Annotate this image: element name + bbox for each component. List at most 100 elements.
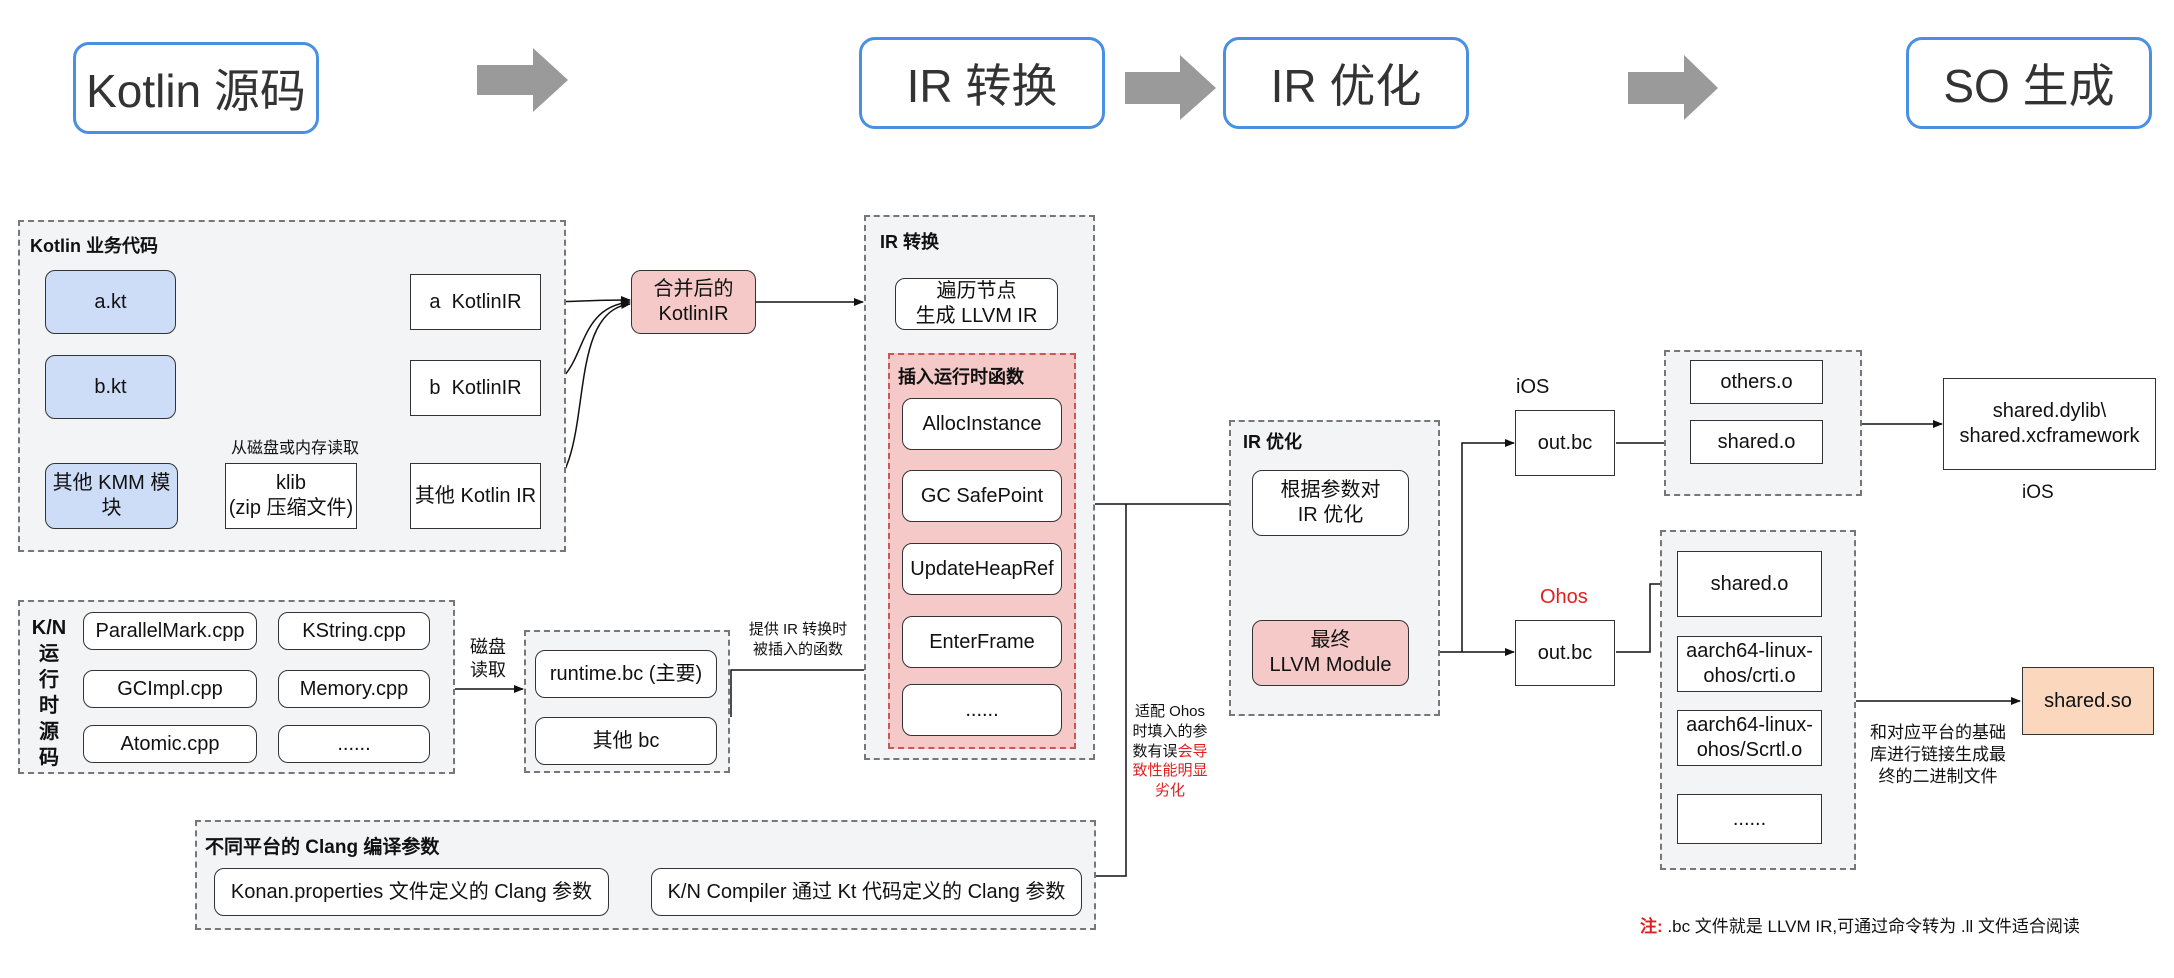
edge-final-ios — [1461, 439, 1515, 652]
crti-o-node: aarch64-linux- ohos/crti.o — [1677, 636, 1822, 692]
func-label-1: GC SafePoint — [920, 484, 1044, 507]
traverse-line2: 生成 LLVM IR — [915, 305, 1038, 327]
ios-result-line2: shared.xcframework — [1959, 425, 2140, 447]
func-node: ...... — [902, 684, 1062, 736]
scrtl-line2: ohos/Scrtl.o — [1696, 739, 1803, 761]
link-note-line1: 和对应平台的基础 — [1870, 723, 2006, 742]
other-ir-label: 其他 Kotlin IR — [414, 484, 537, 507]
func-node: AllocInstance — [902, 398, 1062, 450]
file-node: Memory.cpp — [278, 670, 430, 708]
scrtl-line1: aarch64-linux- — [1686, 714, 1813, 736]
link-note-line3: 终的二进制文件 — [1878, 767, 1998, 787]
func-label-3: EnterFrame — [929, 630, 1035, 653]
other-bc-node: 其他 bc — [535, 717, 717, 765]
other-bc-label: 其他 bc — [592, 729, 660, 752]
footnote-prefix: 注: — [1640, 917, 1663, 936]
ohos-shared-o-node: shared.o — [1677, 551, 1822, 617]
func-node: UpdateHeapRef — [902, 543, 1062, 595]
crti-line1: aarch64-linux- — [1686, 640, 1813, 662]
kn-title-3: 时 — [39, 695, 59, 717]
stage-ir-convert-label: IR 转换 — [906, 60, 1058, 112]
stage-arrow-2 — [1125, 55, 1216, 120]
a-kt-label: a.kt — [94, 290, 127, 313]
file-label-0: ParallelMark.cpp — [95, 619, 245, 642]
ios-shared-o-label: shared.o — [1717, 430, 1796, 453]
file-label-2: GCImpl.cpp — [117, 677, 223, 700]
func-node: GC SafePoint — [902, 470, 1062, 522]
kn-runtime-title: K/N 运 行 时 源 码 — [27, 615, 71, 771]
ohos-note-red-line1: 致性能明显 — [1132, 762, 1208, 780]
read-note: 从磁盘或内存读取 — [230, 440, 359, 457]
stage-ir-optimize: IR 优化 — [1223, 37, 1469, 129]
ohos-note-line2: 时填入的参 — [1132, 722, 1208, 740]
insert-runtime-title: 插入运行时函数 — [898, 367, 1024, 387]
kn-title-5: 码 — [39, 747, 59, 769]
final-line1: 最终 — [1310, 629, 1351, 651]
stage-kotlin-source: Kotlin 源码 — [73, 42, 319, 134]
stage-arrow-3 — [1628, 55, 1718, 120]
file-node: ParallelMark.cpp — [83, 612, 257, 650]
file-node: KString.cpp — [278, 612, 430, 650]
konan-properties-label: Konan.properties 文件定义的 Clang 参数 — [230, 880, 593, 903]
footnote-text: .bc 文件就是 LLVM IR,可通过命令转为 .ll 文件适合阅读 — [1667, 917, 2080, 936]
ohos-param-note: 适配 Ohos 时填入的参 数有误会导 致性能明显 劣化 — [1130, 702, 1210, 801]
disk-read-label: 磁盘 读取 — [462, 636, 514, 683]
konan-properties-node: Konan.properties 文件定义的 Clang 参数 — [214, 868, 609, 916]
func-label-0: AllocInstance — [922, 412, 1042, 435]
stage-ir-convert: IR 转换 — [859, 37, 1105, 129]
edge-bc-ir — [730, 666, 888, 717]
link-note-line2: 库进行链接生成最 — [1870, 745, 2006, 765]
kotlin-group-title: Kotlin 业务代码 — [30, 236, 158, 256]
shared-so-label: shared.so — [2044, 689, 2132, 712]
a-ir-node: a KotlinIR — [410, 274, 541, 330]
klib-line1: klib — [275, 472, 306, 494]
a-ir-label: a KotlinIR — [429, 290, 522, 313]
ir-convert-title: IR 转换 — [880, 232, 940, 252]
a-kt-node: a.kt — [45, 270, 176, 334]
stage-kotlin-source-label: Kotlin 源码 — [86, 65, 306, 117]
ohos-more-node: ...... — [1677, 794, 1822, 844]
kn-title-2: 行 — [39, 669, 59, 691]
ohos-note-red-line2: 劣化 — [1154, 782, 1185, 800]
kn-compiler-label: K/N Compiler 通过 Kt 代码定义的 Clang 参数 — [667, 880, 1066, 903]
file-node: ...... — [278, 725, 430, 763]
runtime-bc-label: runtime.bc (主要) — [549, 662, 703, 685]
ohos-more-label: ...... — [1732, 807, 1767, 830]
ohos-out-bc-node: out.bc — [1515, 620, 1615, 686]
klib-node: klib (zip 压缩文件) — [225, 463, 357, 529]
clang-group-title: 不同平台的 Clang 编译参数 — [205, 837, 440, 858]
kn-compiler-node: K/N Compiler 通过 Kt 代码定义的 Clang 参数 — [651, 868, 1082, 916]
edge-clang-ir — [1096, 504, 1127, 877]
disk-read-line1: 磁盘 — [470, 637, 506, 657]
ios-out-bc-node: out.bc — [1515, 410, 1615, 476]
ohos-shared-o-label: shared.o — [1710, 572, 1789, 595]
ir-optimize-title: IR 优化 — [1243, 432, 1303, 452]
ios-result-line1: shared.dylib\ — [1992, 400, 2107, 422]
ios-shared-o-node: shared.o — [1690, 420, 1823, 464]
file-label-1: KString.cpp — [302, 619, 406, 642]
file-node: GCImpl.cpp — [83, 670, 257, 708]
stage-ir-optimize-label: IR 优化 — [1270, 60, 1422, 112]
ios-out-bc-label: out.bc — [1537, 431, 1593, 454]
func-label-4: ...... — [965, 698, 999, 721]
b-ir-label: b KotlinIR — [429, 376, 522, 399]
ohos-note-line3-red: 会导 — [1177, 742, 1208, 760]
scrtl-o-node: aarch64-linux- ohos/Scrtl.o — [1677, 710, 1822, 766]
ohos-note-line1: 适配 Ohos — [1134, 703, 1206, 720]
param-optimize-line1: 根据参数对 — [1280, 479, 1381, 501]
others-o-node: others.o — [1690, 360, 1823, 404]
traverse-line1: 遍历节点 — [936, 280, 1017, 302]
kn-title-4: 源 — [39, 721, 59, 743]
disk-read-line2: 读取 — [470, 660, 506, 681]
param-optimize-line2: IR 优化 — [1297, 504, 1364, 526]
footnote: 注: .bc 文件就是 LLVM IR,可通过命令转为 .ll 文件适合阅读 — [1640, 912, 2080, 937]
crti-line2: ohos/crti.o — [1703, 665, 1796, 687]
ohos-label: Ohos — [1540, 586, 1588, 608]
file-label-4: Atomic.cpp — [120, 732, 220, 755]
file-label-5: ...... — [337, 732, 371, 755]
stage-so-gen-label: SO 生成 — [1943, 60, 2115, 112]
stage-arrow-1 — [477, 48, 568, 112]
traverse-node: 遍历节点 生成 LLVM IR — [895, 278, 1058, 330]
b-kt-label: b.kt — [94, 375, 127, 398]
b-kt-node: b.kt — [45, 355, 176, 419]
